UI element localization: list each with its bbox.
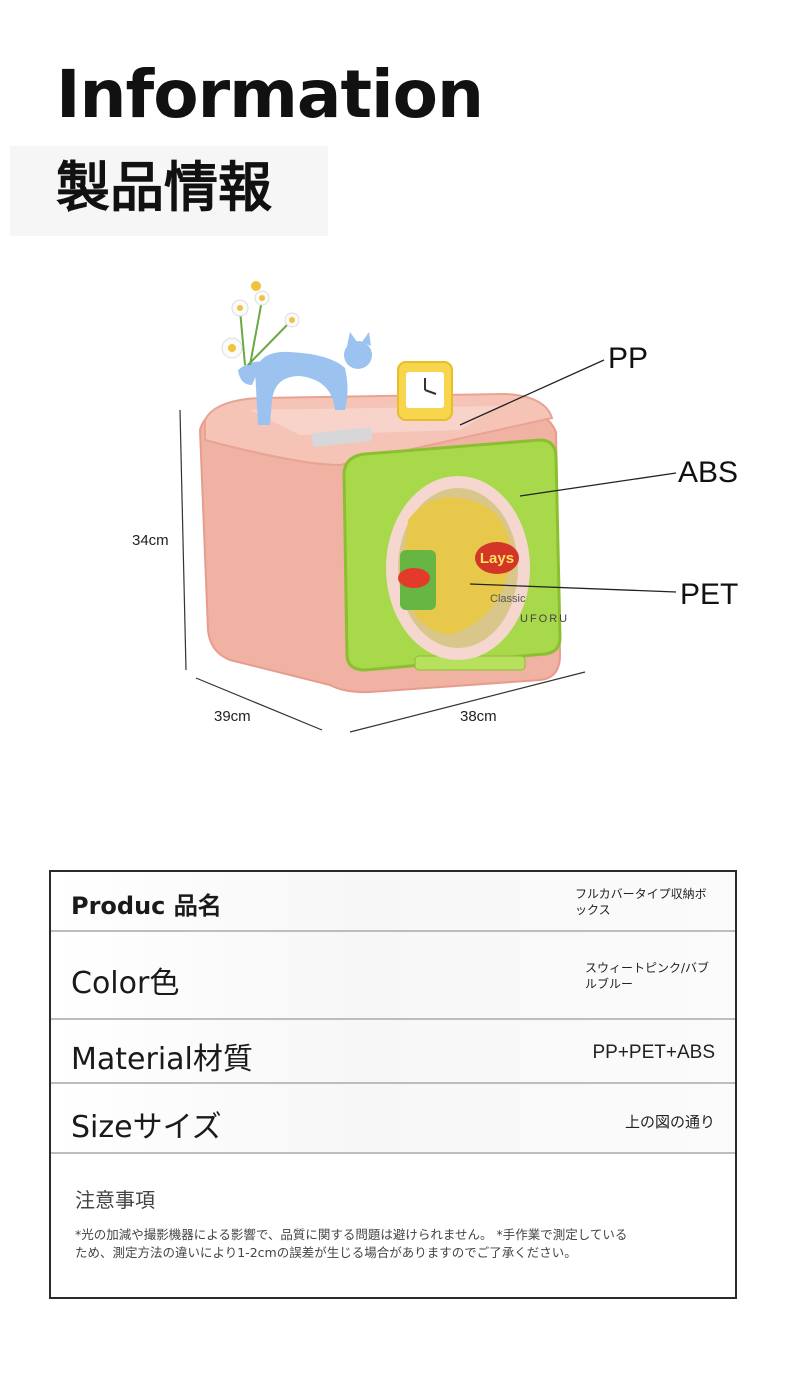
spec-value-name: フルカバータイプ収納ボックス <box>575 887 707 918</box>
height-dimension-line <box>179 409 187 671</box>
pp-pointer <box>459 359 605 426</box>
spec-value-color: スウィートピンク/バブルブルー <box>585 961 710 992</box>
depth-label: 39cm <box>214 708 251 725</box>
spec-table: Produc 品名 フルカバータイプ収納ボックス Color色 スウィートピンク… <box>49 870 737 1299</box>
spec-value-size: 上の図の通り <box>624 1113 715 1131</box>
flowers-decor <box>221 281 300 366</box>
spec-row-material: Material材質 PP+PET+ABS <box>51 1020 735 1084</box>
material-pet-label: PET <box>680 578 739 611</box>
notes-section: 注意事項 *光の加減や撮影機器による影響で、品質に関する問題は避けられません。 … <box>51 1154 735 1297</box>
depth-dimension-line <box>195 677 323 731</box>
spec-key-color: Color色 <box>71 966 180 1001</box>
width-label: 38cm <box>460 708 497 725</box>
width-dimension-line <box>349 671 586 733</box>
material-pp-label: PP <box>608 342 649 375</box>
material-abs-label: ABS <box>678 456 739 489</box>
height-label: 34cm <box>132 532 169 549</box>
spec-key-material: Material材質 <box>71 1042 253 1077</box>
cat-ears <box>347 332 371 346</box>
cat-vase <box>255 351 348 425</box>
vase-body <box>238 361 262 385</box>
snack-logo-large <box>475 542 519 574</box>
phone-decor <box>311 427 373 447</box>
title-japanese: 製品情報 <box>56 156 272 219</box>
title-background <box>10 146 328 236</box>
notes-text: *光の加減や撮影機器による影響で、品質に関する問題は避けられません。 *手作業で… <box>75 1227 628 1260</box>
product-figure: Lays Classic UFORU <box>0 260 790 760</box>
clock-hand-minute <box>424 389 437 395</box>
spec-key-name: Produc 品名 <box>71 892 222 920</box>
brand-print: UFORU <box>520 613 569 625</box>
spec-row-color: Color色 スウィートピンク/バブルブルー <box>51 932 735 1020</box>
spec-key-size: Sizeサイズ <box>71 1110 222 1145</box>
spec-value-material: PP+PET+ABS <box>592 1042 715 1063</box>
title-english: Information <box>56 56 484 133</box>
snack-flavor-text: Classic <box>490 593 526 605</box>
snack-logo-text: Lays <box>480 550 514 567</box>
product-illustration: Lays Classic UFORU <box>179 281 677 733</box>
cat-head <box>344 341 372 369</box>
abs-pointer <box>519 472 677 497</box>
notes-title: 注意事項 <box>75 1188 155 1212</box>
snack-logo-small <box>398 568 430 588</box>
spec-row-size: Sizeサイズ 上の図の通り <box>51 1084 735 1154</box>
spec-row-name: Produc 品名 フルカバータイプ収納ボックス <box>51 872 735 932</box>
pet-pointer <box>469 583 677 593</box>
